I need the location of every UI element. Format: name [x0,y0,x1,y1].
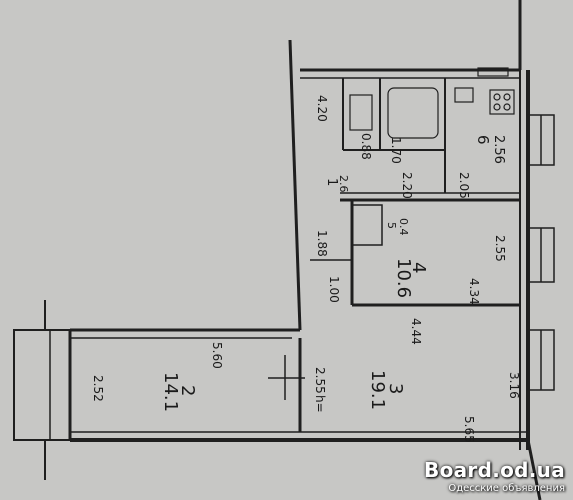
dim-434: 4.34 [467,278,481,305]
burner-1 [493,93,501,101]
dim-255-right: 2.55 [493,235,507,262]
watermark-brand: Board.od.ua [424,458,565,482]
dim-560: 5.60 [210,342,224,369]
burner-3 [493,103,501,111]
vent-icon [477,67,509,77]
dim-255-left: 2.55 [313,367,327,394]
dim-220: 2.20 [400,172,414,199]
dim-252: 2.52 [91,375,105,402]
dim-088: 0.88 [359,133,373,160]
dimension-labels: 5.60 5.65 4.44 4.34 2.55 h= 2.55 2.52 3.… [91,95,521,443]
watermark-subtitle: Одесские объявления [448,483,565,494]
dim-316: 3.16 [507,372,521,399]
room-2-number: 2 [177,385,198,396]
room-3-area: 19.1 [367,370,388,410]
dim-170: 1.70 [389,137,403,164]
room-6-number: 6 [474,135,492,145]
closet-5 [351,204,383,246]
toilet-icon [349,94,373,131]
dim-h: h= [313,395,327,413]
dim-565: 5.65 [462,416,476,443]
fixtures [349,67,515,139]
dim-188: 1.88 [315,230,329,257]
dim-444: 4.44 [409,318,423,345]
burner-4 [503,103,511,111]
room-3-number: 3 [385,383,406,394]
room-5-number: 5 [385,222,398,229]
room-4-area: 10.6 [393,258,414,298]
room-5-area: 0.4 [397,218,410,236]
balcony [13,329,71,441]
bathtub-icon [387,87,439,139]
room-1-area: 2.6 [337,175,350,193]
watermark: Board.od.ua Одесские объявления [424,458,565,494]
room-2-area: 14.1 [160,372,181,412]
windows [268,114,555,400]
left-wall-upper [288,39,302,331]
sink-icon [454,87,474,103]
dim-100: 1.00 [327,276,341,303]
walls [13,0,542,500]
burner-2 [503,93,511,101]
dim-420: 4.20 [315,95,329,122]
room-6-area: 2.56 [491,135,506,164]
room-labels: 2 14.1 3 19.1 4 10.6 6 2.56 1 2.6 5 0.4 [160,135,506,412]
bottom-right-wall [526,439,542,500]
dim-205: 2.05 [457,172,471,199]
room-4-number: 4 [408,262,429,273]
room-1-number: 1 [324,178,339,186]
stove-icon [489,89,515,115]
